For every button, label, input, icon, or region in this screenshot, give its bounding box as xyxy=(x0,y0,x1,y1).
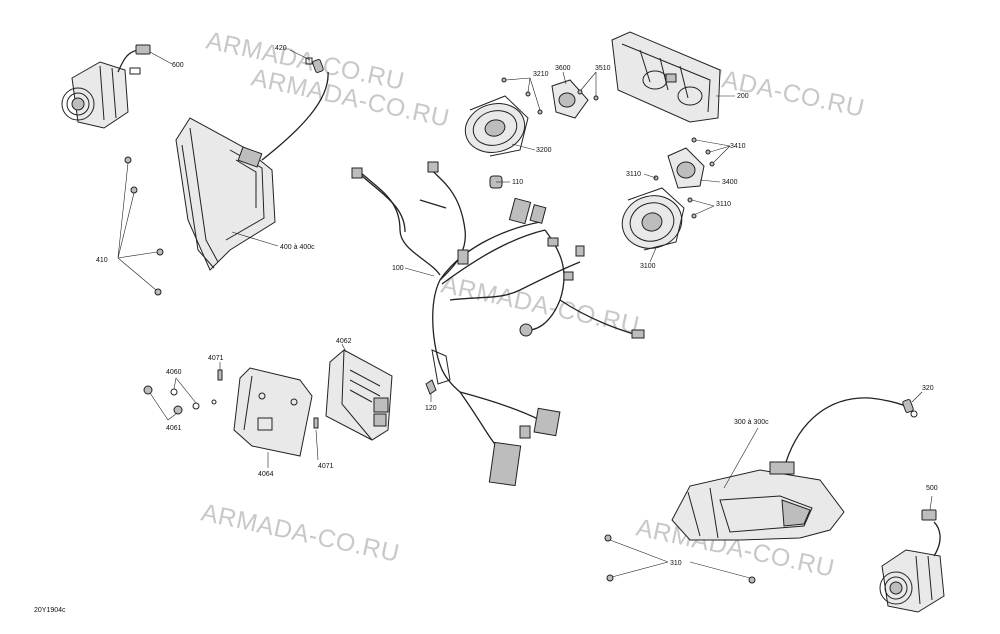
callout-4064: 4064 xyxy=(258,471,274,478)
leader-line xyxy=(609,539,751,579)
leader-line xyxy=(691,199,715,215)
callout-410: 410 xyxy=(96,257,108,264)
leader-line xyxy=(699,179,721,183)
screw-set-410 xyxy=(124,156,164,296)
leader-line xyxy=(505,77,541,111)
callout-3400: 3400 xyxy=(722,179,738,186)
leader-line xyxy=(404,267,435,277)
leader-line xyxy=(149,51,173,65)
tweeter-3600 xyxy=(551,79,589,119)
leader-line xyxy=(649,247,657,263)
callout-4061: 4061 xyxy=(166,425,182,432)
callout-100: 100 xyxy=(392,265,404,272)
callout-600: 600 xyxy=(172,62,184,69)
callout-3200: 3200 xyxy=(536,147,552,154)
callout-4062: 4062 xyxy=(336,338,352,345)
speaker-3100 xyxy=(621,187,685,251)
callout-4060: 4060 xyxy=(166,369,182,376)
callout-3510: 3510 xyxy=(595,65,611,72)
callout-320: 320 xyxy=(922,385,934,392)
nuts-4061 xyxy=(143,385,183,415)
leader-line xyxy=(341,343,347,353)
callout-500: 500 xyxy=(926,485,938,492)
leader-line xyxy=(723,427,759,489)
callout-4071: 4071 xyxy=(208,355,224,362)
leader-line xyxy=(562,71,567,85)
leader-line xyxy=(643,173,657,179)
control-module-4062 xyxy=(325,349,393,441)
leader-line xyxy=(511,143,536,151)
clip-120 xyxy=(425,379,437,395)
headlight-left xyxy=(175,71,329,271)
screws-310 xyxy=(604,534,756,584)
leader-line xyxy=(580,71,597,96)
screws-3510 xyxy=(577,89,599,101)
speaker-3200 xyxy=(464,95,529,157)
watermark: ARMADA-CO.RU xyxy=(439,270,642,339)
screws-3410 xyxy=(691,137,715,167)
tweeter-3400 xyxy=(667,147,705,189)
callout-3110: 3110 xyxy=(626,171,641,178)
watermark: ARMADA-CO.RU xyxy=(199,498,402,567)
wiring-harness-100 xyxy=(351,161,645,487)
headlight-right xyxy=(671,397,907,541)
callout-300: 300 à 300c xyxy=(734,419,769,426)
callout-110: 110 xyxy=(512,179,523,186)
fog-light-upper xyxy=(61,44,151,129)
callout-120: 120 xyxy=(425,405,437,412)
leader-line xyxy=(315,429,319,461)
leader-line xyxy=(231,231,279,247)
leader-line xyxy=(929,495,933,511)
callout-400: 400 à 400c xyxy=(280,244,315,251)
leader-line xyxy=(149,392,178,421)
leader-line xyxy=(911,391,923,403)
bulb-socket-320 xyxy=(902,399,918,418)
bulb-socket-420 xyxy=(305,57,324,73)
callout-3600: 3600 xyxy=(555,65,571,72)
gauge-cluster-200 xyxy=(611,31,721,123)
bracket-4064 xyxy=(233,367,313,457)
callout-3100: 3100 xyxy=(640,263,656,270)
callout-4071: 4071 xyxy=(318,463,334,470)
leader-line xyxy=(695,139,731,163)
fog-light-lower xyxy=(879,509,945,613)
figure-code: 20Y1904c xyxy=(34,607,66,614)
leader-line xyxy=(117,162,158,291)
leader-line xyxy=(289,49,311,61)
leader-line xyxy=(173,377,197,404)
callout-3410: 3410 xyxy=(730,143,746,150)
callout-3110: 3110 xyxy=(716,201,731,208)
callout-3210: 3210 xyxy=(533,71,549,78)
callout-310: 310 xyxy=(670,560,682,567)
callout-420: 420 xyxy=(275,45,287,52)
callout-200: 200 xyxy=(737,93,749,100)
